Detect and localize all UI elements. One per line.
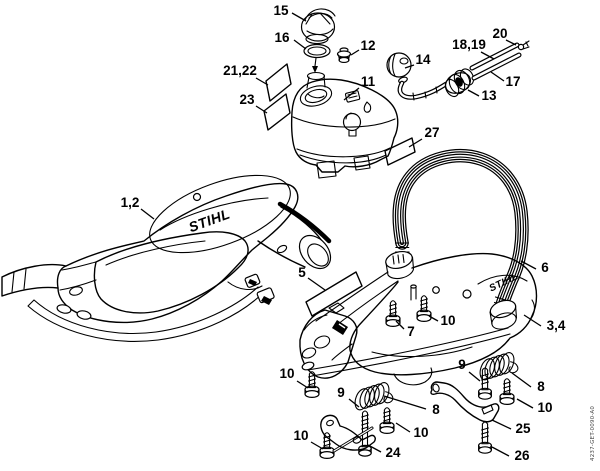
callout-leader-27 <box>408 138 423 148</box>
part-housing-upper: STIHL <box>1 174 332 342</box>
callout-leader-11 <box>343 87 360 101</box>
part-strap-25 <box>430 381 500 423</box>
part-label-21-22 <box>265 63 292 102</box>
part-screw-10-a <box>416 295 432 322</box>
callout-label-17: 17 <box>505 74 520 89</box>
housing-lower-bracket <box>299 302 358 379</box>
housing-upper-cavity <box>59 231 249 314</box>
callout-leader-21,22 <box>255 77 269 86</box>
callout-leader-7 <box>395 320 405 330</box>
part-label-5 <box>305 271 363 317</box>
callout-leader-17 <box>490 71 505 82</box>
callout-label-13: 13 <box>481 88 497 103</box>
callout-label-6: 6 <box>541 260 549 275</box>
callout-label-10: 10 <box>440 313 455 328</box>
callout-label-12: 12 <box>360 38 375 53</box>
callout-leader-9 <box>348 398 360 408</box>
callout-leader-15 <box>291 12 307 22</box>
callout-leader-5 <box>307 277 326 291</box>
callout-leader-18,19 <box>480 51 495 60</box>
callout-label-26: 26 <box>514 448 530 463</box>
housing-upper-rail <box>27 286 265 342</box>
callout-label-23: 23 <box>239 92 255 107</box>
callout-label-8: 8 <box>432 402 440 417</box>
part-loop-handle <box>392 149 529 317</box>
callout-leader-23 <box>255 105 268 114</box>
part-sealing-ring <box>303 43 331 73</box>
part-fuel-cap <box>300 8 336 45</box>
callout-label-11: 11 <box>361 74 376 89</box>
part-fuel-filter <box>386 52 449 101</box>
part-fuel-tank <box>290 71 399 179</box>
callout-leader-14 <box>404 64 415 69</box>
part-spring-8-right <box>474 348 520 384</box>
housing-upper-grip-tube <box>257 201 332 270</box>
drawing-id: 4237-GET-0090-A0 <box>590 406 596 461</box>
callout-label-10: 10 <box>537 400 552 415</box>
callout-leader-26 <box>491 446 510 457</box>
callout-label-20: 20 <box>492 26 507 41</box>
callout-label-1,2: 1,2 <box>121 195 140 210</box>
part-screw-10-e <box>379 407 395 434</box>
callout-label-10: 10 <box>279 366 294 381</box>
callout-leader-20 <box>505 39 517 46</box>
callout-label-25: 25 <box>515 421 531 436</box>
callout-leader-12 <box>350 49 360 56</box>
callout-label-16: 16 <box>274 30 290 45</box>
callout-label-14: 14 <box>415 52 431 67</box>
callout-label-3,4: 3,4 <box>547 318 566 333</box>
callout-leader-16 <box>293 39 307 50</box>
callout-label-7: 7 <box>407 324 415 339</box>
callout-leader-10 <box>395 422 411 433</box>
callout-leader-8 <box>383 395 427 410</box>
callout-leader-9 <box>468 371 481 382</box>
callout-label-15: 15 <box>273 3 289 18</box>
callout-label-9: 9 <box>337 385 345 400</box>
callout-label-18,19: 18,19 <box>452 37 486 52</box>
part-screw-26 <box>478 421 492 454</box>
callout-leader-13 <box>467 89 480 97</box>
part-screw-10-c <box>499 378 515 405</box>
callout-label-27: 27 <box>424 125 439 140</box>
callout-label-21,22: 21,22 <box>223 63 257 78</box>
callout-leader-10 <box>428 315 439 322</box>
callout-leader-1,2 <box>140 208 155 220</box>
part-clamp-24 <box>320 414 376 453</box>
callout-label-8: 8 <box>537 379 545 394</box>
part-fuel-hoses <box>469 42 522 81</box>
callout-layer: 15 16 12 11 14 18,19 20 17 13 21,22 23 27 1,2 5 6 3,4 7 1… <box>121 3 566 463</box>
callout-leader-10 <box>516 398 534 409</box>
callout-leader-10 <box>310 441 324 450</box>
callout-leader-25 <box>491 419 512 430</box>
callout-leader-6 <box>520 260 537 270</box>
callout-leader-24 <box>367 444 382 453</box>
callout-label-9: 9 <box>458 357 466 372</box>
callout-label-10: 10 <box>293 428 308 443</box>
callout-leader-10 <box>296 380 309 389</box>
callout-label-24: 24 <box>385 445 401 460</box>
callout-leader-8 <box>511 372 532 388</box>
part-grommet <box>336 47 352 63</box>
callout-label-10: 10 <box>413 425 428 440</box>
part-hose-connector <box>444 68 475 98</box>
part-label-23 <box>263 93 291 131</box>
part-clip <box>517 40 530 51</box>
housing-upper-mounts <box>227 273 275 305</box>
part-housing-lower: STIHL <box>299 250 538 386</box>
callout-leader-3,4 <box>523 314 542 327</box>
part-label-27 <box>384 137 416 166</box>
callout-label-5: 5 <box>298 265 306 280</box>
